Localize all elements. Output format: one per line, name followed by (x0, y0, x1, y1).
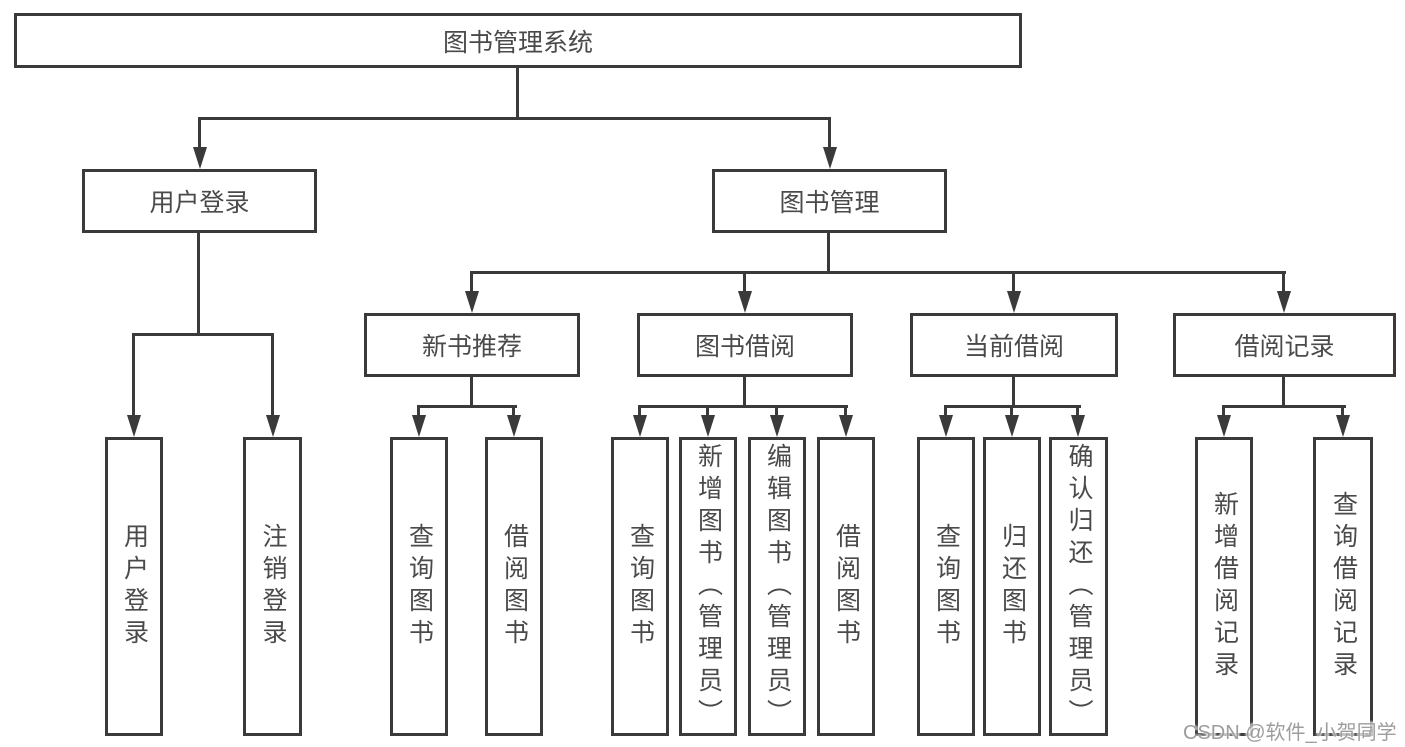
connector-root-drop-right (828, 120, 831, 148)
connector-borrowing-hline (638, 405, 848, 408)
connector-user-drop-left (132, 336, 135, 416)
arrow-down-icon (1277, 291, 1291, 313)
arrow-down-icon (193, 147, 207, 169)
node-book-management: 图书管理 (712, 169, 947, 233)
watermark: CSDN @软件_小贺同学 (1183, 722, 1397, 744)
node-library-system: 图书管理系统 (14, 13, 1022, 68)
leaf-recommend-borrow-books-label: 借阅图书 (500, 522, 529, 651)
leaf-logout: 注销登录 (243, 437, 302, 736)
leaf-recommend-borrow-books: 借阅图书 (485, 437, 543, 736)
connector-current-hline (944, 405, 1081, 408)
leaf-records-add-record-label: 新增借阅记录 (1210, 490, 1239, 683)
connector-current-drop-2 (1010, 408, 1013, 417)
connector-borrowing-drop-1 (638, 408, 641, 417)
leaf-user-login-label: 用户登录 (120, 522, 149, 651)
connector-recommend-drop-2 (512, 408, 515, 417)
leaf-current-return-books: 归还图书 (983, 437, 1041, 736)
connector-records-drop-1 (1222, 408, 1225, 417)
node-library-system-label: 图书管理系统 (442, 28, 593, 57)
arrow-down-icon (1005, 415, 1019, 437)
connector-current-drop-1 (944, 408, 947, 417)
arrow-down-icon (939, 415, 953, 437)
leaf-records-query-record-label: 查询借阅记录 (1329, 490, 1358, 683)
connector-user-stub (197, 233, 200, 336)
leaf-borrowing-query-books: 查询图书 (611, 437, 669, 736)
connector-records-stub (1282, 377, 1285, 408)
connector-root-hline (198, 117, 831, 120)
connector-mgmt-stub (827, 233, 830, 274)
leaf-user-login: 用户登录 (105, 437, 163, 736)
connector-borrowing-stub (743, 377, 746, 408)
node-user-login: 用户登录 (82, 169, 317, 233)
connector-records-drop-2 (1341, 408, 1344, 417)
leaf-borrowing-add-books-admin-label: 新增图书（管理员） (694, 442, 723, 731)
leaf-borrowing-borrow-books: 借阅图书 (817, 437, 875, 736)
leaf-current-confirm-return-admin: 确认归还（管理员） (1049, 437, 1108, 736)
connector-recommend-hline (417, 405, 517, 408)
arrow-down-icon (1217, 415, 1231, 437)
connector-current-stub (1012, 377, 1015, 408)
arrow-down-icon (770, 415, 784, 437)
leaf-records-query-record: 查询借阅记录 (1313, 437, 1373, 736)
arrow-down-icon (1007, 291, 1021, 313)
arrow-down-icon (1336, 415, 1350, 437)
arrow-down-icon (127, 415, 141, 437)
leaf-logout-label: 注销登录 (259, 522, 287, 651)
node-borrowing-records-label: 借阅记录 (1234, 333, 1335, 361)
leaf-borrowing-borrow-books-label: 借阅图书 (832, 522, 861, 651)
leaf-current-query-books: 查询图书 (917, 437, 975, 736)
node-book-management-label: 图书管理 (779, 189, 880, 217)
arrow-down-icon (823, 147, 837, 169)
leaf-current-confirm-return-admin-label: 确认归还（管理员） (1065, 442, 1093, 731)
connector-user-hline (132, 333, 274, 336)
connector-borrowing-drop-2 (706, 408, 709, 417)
leaf-recommend-query-books-label: 查询图书 (405, 522, 434, 651)
connector-user-drop-right (271, 336, 274, 416)
arrow-down-icon (412, 415, 426, 437)
leaf-borrowing-add-books-admin: 新增图书（管理员） (679, 437, 737, 736)
connector-borrowing-drop-4 (844, 408, 847, 417)
connector-mgmt-drop-4 (1282, 274, 1285, 293)
node-book-borrowing: 图书借阅 (637, 313, 853, 377)
connector-records-hline (1222, 405, 1346, 408)
connector-mgmt-hline (470, 271, 1286, 274)
leaf-borrowing-edit-books-admin-label: 编辑图书（管理员） (763, 442, 792, 731)
node-current-borrowing-label: 当前借阅 (963, 333, 1064, 361)
connector-current-drop-3 (1076, 408, 1079, 417)
node-user-login-label: 用户登录 (149, 189, 250, 217)
arrow-down-icon (738, 291, 752, 313)
node-book-borrowing-label: 图书借阅 (694, 333, 795, 361)
connector-borrowing-drop-3 (775, 408, 778, 417)
arrow-down-icon (507, 415, 521, 437)
connector-mgmt-drop-1 (470, 274, 473, 293)
node-new-book-recommend-label: 新书推荐 (421, 333, 522, 361)
leaf-current-query-books-label: 查询图书 (932, 522, 961, 651)
connector-root-drop-left (198, 120, 201, 148)
connector-mgmt-drop-2 (743, 274, 746, 293)
node-borrowing-records: 借阅记录 (1173, 313, 1396, 377)
node-new-book-recommend: 新书推荐 (364, 313, 580, 377)
leaf-borrowing-query-books-label: 查询图书 (626, 522, 655, 651)
connector-mgmt-drop-3 (1012, 274, 1015, 293)
connector-recommend-stub (470, 377, 473, 408)
arrow-down-icon (839, 415, 853, 437)
node-current-borrowing: 当前借阅 (910, 313, 1118, 377)
arrow-down-icon (465, 291, 479, 313)
arrow-down-icon (266, 415, 280, 437)
connector-root-stub (516, 68, 519, 120)
arrow-down-icon (1071, 415, 1085, 437)
arrow-down-icon (633, 415, 647, 437)
leaf-current-return-books-label: 归还图书 (998, 522, 1027, 651)
leaf-recommend-query-books: 查询图书 (390, 437, 448, 736)
leaf-records-add-record: 新增借阅记录 (1195, 437, 1253, 736)
arrow-down-icon (701, 415, 715, 437)
leaf-borrowing-edit-books-admin: 编辑图书（管理员） (748, 437, 806, 736)
connector-recommend-drop-1 (417, 408, 420, 417)
